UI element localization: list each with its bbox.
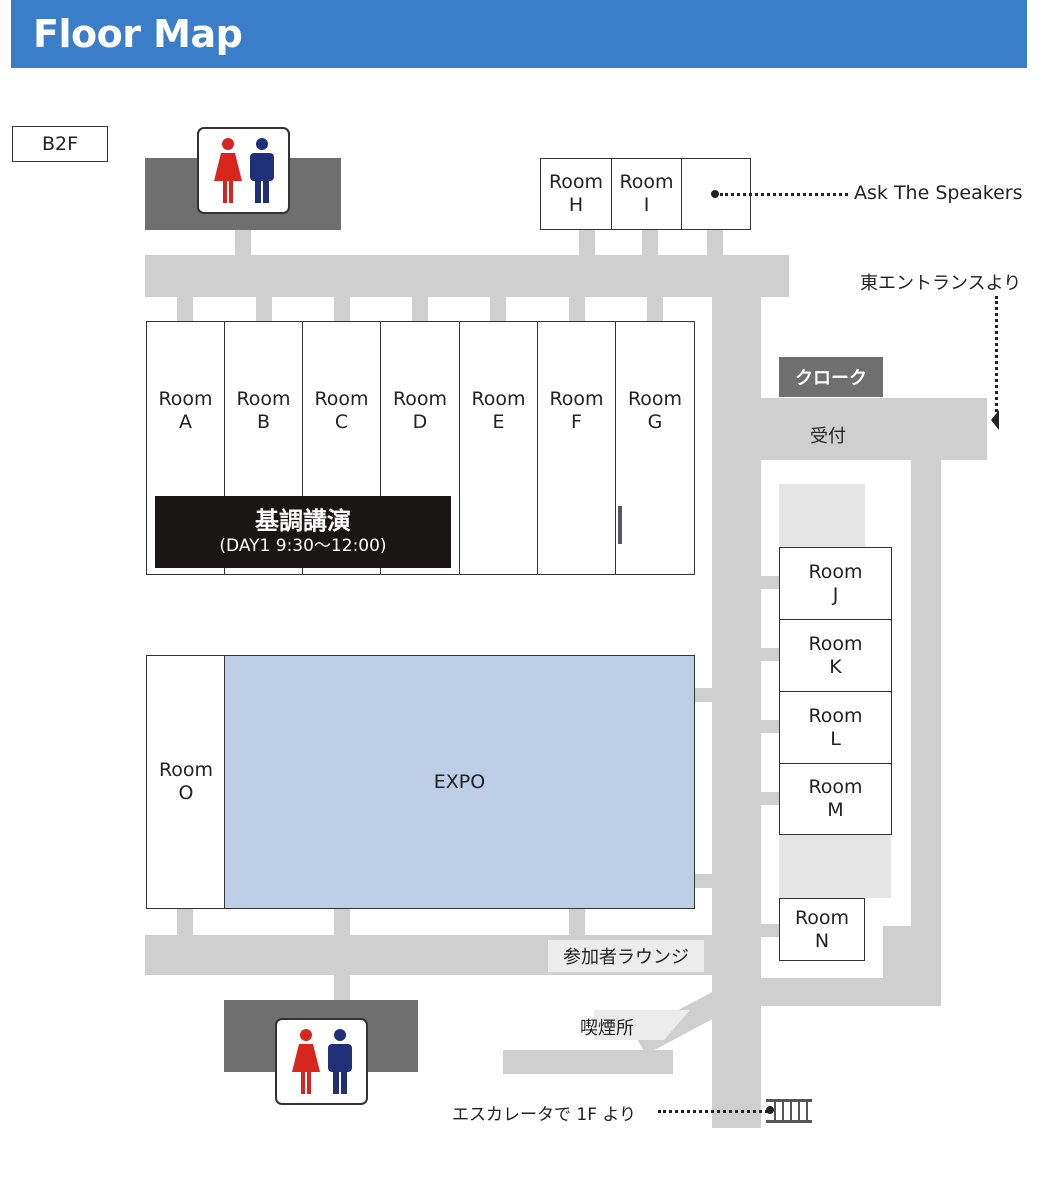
reception-label: 受付 xyxy=(810,426,846,447)
connector xyxy=(647,297,663,321)
room-j[interactable]: Room J xyxy=(779,547,892,620)
connector xyxy=(412,297,428,321)
corridor-east-entrance xyxy=(761,398,987,460)
female-icon xyxy=(291,1028,320,1094)
connector xyxy=(761,648,779,661)
lounge-label[interactable]: 参加者ラウンジ xyxy=(548,940,704,972)
female-icon xyxy=(213,137,242,203)
room-g[interactable]: Room G xyxy=(615,321,695,575)
keynote-time: (DAY1 9:30〜12:00) xyxy=(219,536,387,556)
header-bar xyxy=(11,0,1027,68)
corridor-main-vertical xyxy=(712,255,761,1128)
connector xyxy=(177,909,193,935)
connector xyxy=(490,297,506,321)
pointer-dot xyxy=(711,190,719,198)
connector xyxy=(695,688,712,702)
connector xyxy=(707,230,723,255)
connector xyxy=(334,297,350,321)
arrow-down-icon xyxy=(991,410,999,430)
corridor-top xyxy=(145,255,789,297)
open-area xyxy=(779,484,865,548)
connector xyxy=(177,297,193,321)
open-area xyxy=(779,835,891,898)
corridor-right-bottom xyxy=(761,978,941,1006)
restroom-sign-top xyxy=(197,127,290,214)
room-m[interactable]: Room M xyxy=(779,763,892,835)
escalator-pointer-line xyxy=(658,1110,768,1113)
connector xyxy=(695,874,712,888)
keynote-title: 基調講演 xyxy=(255,507,351,535)
connector xyxy=(334,909,350,935)
connector xyxy=(761,720,779,733)
connector xyxy=(761,576,779,589)
corridor-inner-right xyxy=(883,926,911,978)
room-o[interactable]: Room O xyxy=(146,655,226,909)
connector xyxy=(334,975,350,1000)
restroom-sign-bottom xyxy=(275,1018,368,1105)
page-title: Floor Map xyxy=(33,12,243,56)
connector xyxy=(569,909,585,935)
east-entrance-label: 東エントランスより xyxy=(860,273,1022,294)
room-n[interactable]: Room N xyxy=(779,898,865,961)
smoking-label: 喫煙所 xyxy=(580,1018,634,1039)
connector xyxy=(579,230,595,255)
connector xyxy=(569,297,585,321)
connector xyxy=(235,230,251,255)
escalator-pointer-dot xyxy=(766,1106,774,1114)
partition-mark xyxy=(618,506,622,544)
expo-hall[interactable]: EXPO xyxy=(224,655,695,909)
floor-label: B2F xyxy=(12,126,108,162)
room-l[interactable]: Room L xyxy=(779,691,892,764)
connector xyxy=(761,792,779,805)
room-e[interactable]: Room E xyxy=(459,321,538,575)
escalator-label: エスカレータで 1F より xyxy=(452,1105,637,1125)
room-i[interactable]: Room I xyxy=(611,158,682,230)
corridor-right-vertical xyxy=(911,460,941,1006)
ask-speakers-label: Ask The Speakers xyxy=(854,182,1023,204)
male-icon xyxy=(249,137,274,203)
cloak-room[interactable]: クローク xyxy=(779,357,883,397)
keynote-banner[interactable]: 基調講演 (DAY1 9:30〜12:00) xyxy=(155,496,451,568)
connector xyxy=(761,924,779,937)
east-entrance-line xyxy=(995,296,998,412)
connector xyxy=(642,230,658,255)
smoking-area xyxy=(594,1010,690,1040)
escalator-icon xyxy=(766,1099,812,1123)
male-icon xyxy=(327,1028,352,1094)
pointer-line xyxy=(720,193,848,196)
room-h[interactable]: Room H xyxy=(540,158,612,230)
room-k[interactable]: Room K xyxy=(779,619,892,692)
room-f[interactable]: Room F xyxy=(537,321,616,575)
connector xyxy=(256,297,272,321)
